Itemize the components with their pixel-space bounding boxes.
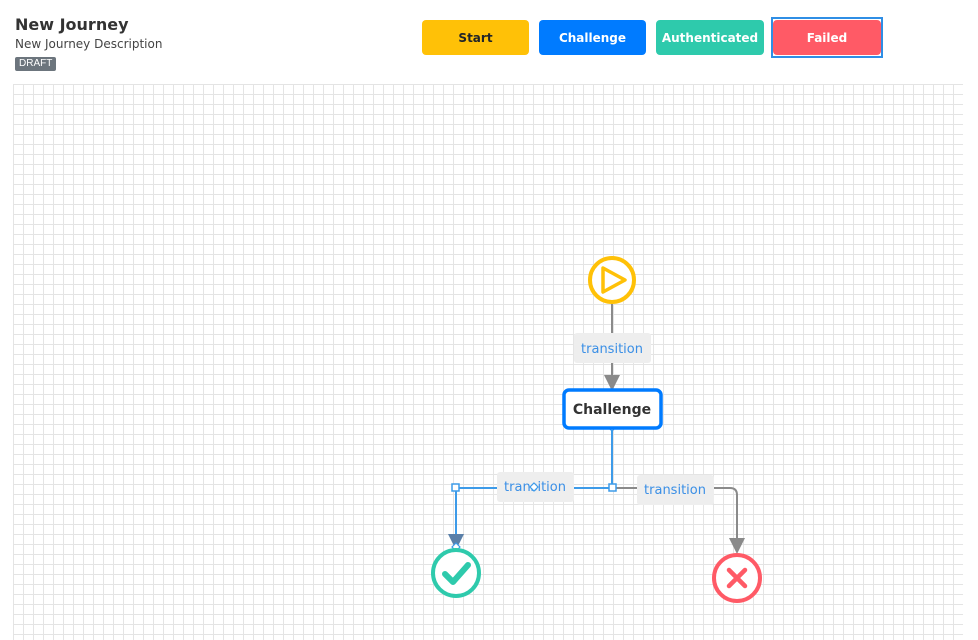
failed-button-focus-ring [771, 17, 883, 58]
transition-label-start-challenge[interactable]: transition [574, 333, 651, 363]
play-icon [601, 266, 627, 294]
journey-header: New Journey New Journey Description DRAF… [15, 15, 162, 71]
challenge-node[interactable]: Challenge [562, 388, 663, 430]
transition-label-challenge-failed[interactable]: transition [637, 475, 714, 505]
edge-handle[interactable] [451, 483, 460, 492]
start-node[interactable] [588, 256, 636, 304]
transition-label-text: transition [644, 483, 706, 498]
failed-node[interactable] [712, 553, 762, 603]
edge-handle[interactable] [608, 483, 617, 492]
canvas-scroll-strip [963, 84, 978, 640]
start-node-button[interactable]: Start [422, 20, 529, 55]
x-icon [726, 567, 748, 589]
failed-node-button[interactable]: Failed [773, 20, 881, 55]
edge-challenge-to-failed[interactable] [614, 487, 745, 554]
journey-title: New Journey [15, 15, 129, 34]
transition-label-challenge-authenticated[interactable]: transition [497, 472, 574, 502]
journey-canvas[interactable] [13, 84, 963, 640]
authenticated-node[interactable] [431, 548, 481, 598]
edge-handle[interactable] [529, 482, 539, 492]
transition-label-text: transition [581, 342, 643, 357]
authenticated-node-button[interactable]: Authenticated [656, 20, 764, 55]
check-icon [442, 562, 471, 585]
challenge-node-button[interactable]: Challenge [539, 20, 646, 55]
status-badge: DRAFT [15, 57, 57, 71]
challenge-node-label: Challenge [573, 402, 651, 418]
journey-description: New Journey Description [15, 37, 163, 51]
